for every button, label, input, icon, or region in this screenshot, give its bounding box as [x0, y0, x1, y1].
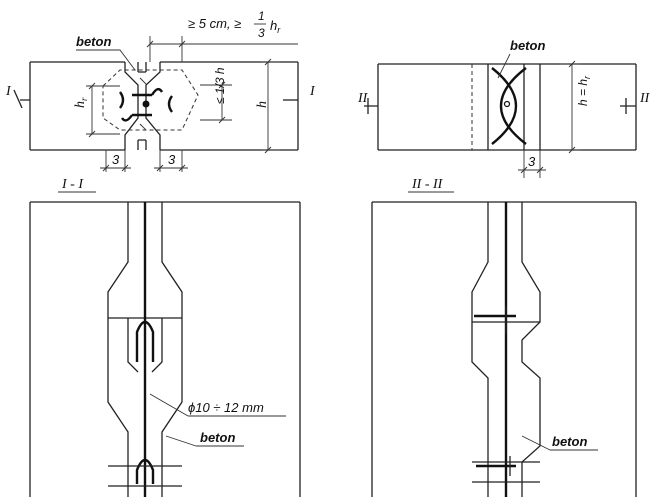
- wall-right-part: [160, 61, 299, 151]
- dim-frac-num: 1: [258, 9, 265, 23]
- dim-h-eq-line: [560, 60, 580, 154]
- cross-line-ii: [472, 306, 540, 334]
- dim-3-left-line: [100, 150, 131, 172]
- dim-h-eq-text: h = hr: [576, 75, 592, 106]
- beton-label-ii: beton: [552, 434, 587, 449]
- dim-hr-line: [86, 82, 120, 138]
- rebar-top: [132, 87, 164, 97]
- top-right-plan: beton h = hr 3 II II: [357, 38, 651, 178]
- wall-left-part: [29, 61, 125, 151]
- beton-leader-top-left: [76, 49, 136, 71]
- dashed-key-outline: [102, 69, 199, 131]
- dim-3-right-line: [154, 150, 188, 172]
- dim-frac-hr: hr: [270, 18, 281, 35]
- dim-hr-text: hr: [73, 97, 89, 108]
- bottom-line-i: [108, 465, 182, 487]
- dim-h-line: [262, 58, 280, 154]
- section-title-i: I - I: [61, 177, 84, 192]
- joint-outline-i: [107, 202, 183, 497]
- dim-spacing-line: [146, 36, 298, 62]
- joint-lines: [487, 64, 541, 150]
- arc-left: [491, 67, 518, 145]
- section-mark-left-line: [13, 89, 30, 109]
- rebar-dot-right: [503, 100, 511, 108]
- bottom-line-ii: [472, 456, 540, 483]
- section-mark-ii-left-line: [364, 98, 378, 114]
- dim-frac-den: 3: [258, 26, 265, 40]
- wall-outline-ii: [371, 201, 637, 497]
- rebar-hook-right: [167, 95, 173, 113]
- key-notch-bottom: [137, 139, 147, 150]
- key-hatch: [139, 77, 147, 131]
- arc-right: [500, 67, 527, 145]
- u-bar-bottom-i: [135, 458, 155, 484]
- wall-outline-i: [29, 201, 301, 497]
- beton-label-top-left: beton: [76, 34, 111, 49]
- rebar-label: ϕ10 ÷ 12 mm: [188, 400, 264, 415]
- rebar-leader: [149, 393, 286, 417]
- dim-3-right-text: 3: [168, 152, 176, 167]
- joint-outline-ii: [471, 202, 541, 497]
- beton-leader-ii: [521, 435, 598, 451]
- beton-leader-top-right: [497, 53, 511, 79]
- dim-third-line: [200, 81, 232, 124]
- u-bar-top-i: [135, 320, 155, 362]
- dim-3-right-plan-text: 3: [528, 154, 536, 169]
- section-ii-ii: II - II beton: [371, 177, 637, 497]
- section-mark-ii-right: II: [639, 91, 651, 106]
- dim-3-left-text: 3: [112, 152, 120, 167]
- section-title-ii: II - II: [411, 177, 444, 192]
- section-mark-left: I: [5, 84, 12, 99]
- beton-label-top-right: beton: [510, 38, 545, 53]
- section-mark-right: I: [309, 84, 316, 99]
- dim-third-text: ≤ 1/3 h: [213, 67, 227, 104]
- section-mark-ii-right-line: [620, 98, 636, 114]
- rebar-hook-left: [119, 91, 125, 109]
- section-mark-ii-left: II: [357, 91, 369, 106]
- dim-3-right-plan-line: [518, 150, 546, 178]
- beton-leader-i: [165, 435, 244, 447]
- dim-spacing-text: ≥ 5 cm, ≥: [188, 16, 241, 31]
- wall-outline-right: [377, 63, 637, 151]
- dim-h-text: h: [255, 101, 270, 108]
- top-left-plan: hr h ≤ 1/3 h ≥ 5 cm, ≥ 1 3 hr beton 3 3 …: [5, 9, 316, 172]
- section-i-i: I - I ϕ10 ÷ 12 mm beton: [29, 177, 301, 497]
- rebar-dot: [142, 100, 150, 108]
- rebar-bottom: [121, 113, 152, 122]
- beton-label-i: beton: [200, 430, 235, 445]
- key-profile: [124, 62, 161, 150]
